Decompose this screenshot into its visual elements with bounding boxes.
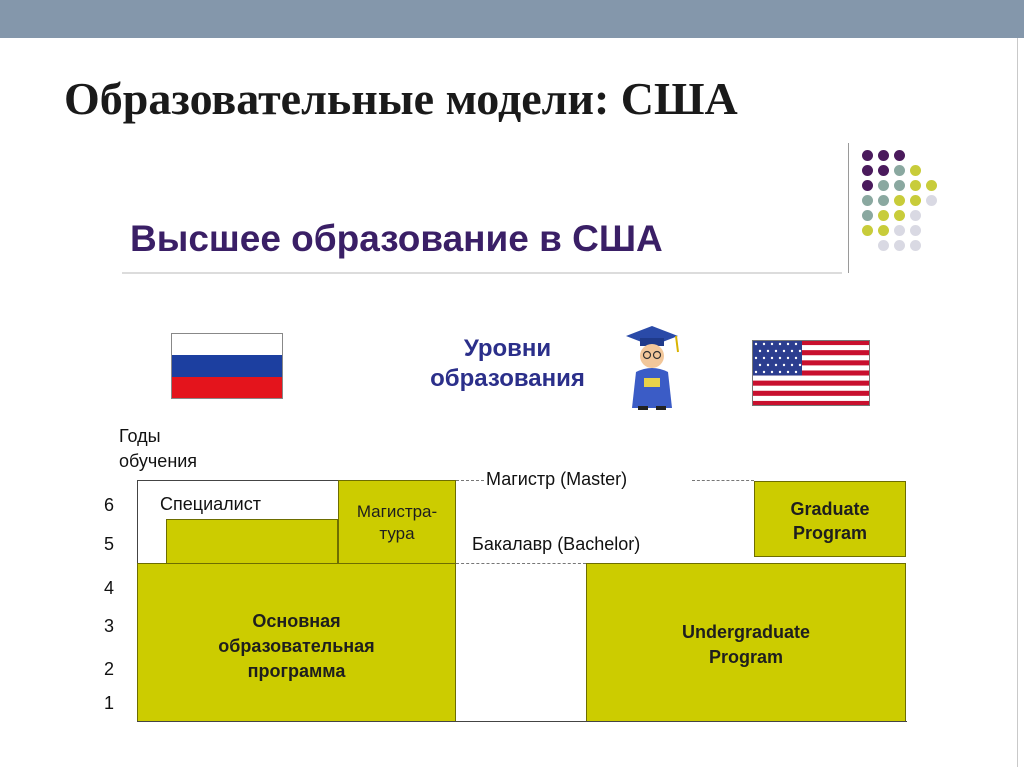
heading-underline xyxy=(122,272,842,274)
decorative-dot xyxy=(862,210,873,221)
decorative-dot xyxy=(878,180,889,191)
undergraduate-program-label: Undergraduate Program xyxy=(681,622,811,667)
year-tick: 3 xyxy=(104,616,115,636)
decorative-dot xyxy=(878,225,889,236)
levels-title: Уровни образования xyxy=(430,335,585,392)
graduate-program-label: Graduate Program xyxy=(790,499,870,543)
decorative-dot xyxy=(894,180,905,191)
decorative-dot xyxy=(894,150,905,161)
decorative-dot xyxy=(862,150,873,161)
decorative-dot xyxy=(862,225,873,236)
specialist-box xyxy=(166,519,338,565)
decorative-dot xyxy=(878,195,889,206)
specialist-bracket-left xyxy=(137,480,138,564)
year-tick: 5 xyxy=(104,534,115,554)
decorative-dot xyxy=(894,165,905,176)
specialist-label: Специалист xyxy=(160,494,261,514)
decorative-dot xyxy=(926,195,937,206)
decorative-dot xyxy=(910,180,921,191)
decorative-dot xyxy=(894,210,905,221)
decorative-dot xyxy=(894,195,905,206)
main-program-label: Основная образовательная программа xyxy=(218,611,375,681)
diagram-heading: Высшее образование в США xyxy=(130,218,663,259)
decorative-dot xyxy=(910,210,921,221)
graduate-student-icon xyxy=(626,326,679,410)
main-program-box: Основная образовательная программа xyxy=(137,563,456,722)
decorative-dot xyxy=(862,180,873,191)
year-tick: 1 xyxy=(104,693,115,713)
master-label: Магистр (Master) xyxy=(486,469,628,489)
magistratura-label: Магистра-тура xyxy=(356,502,438,543)
russia-flag-icon xyxy=(171,333,283,399)
decorative-dot xyxy=(910,195,921,206)
decorative-dot xyxy=(878,165,889,176)
year-tick: 4 xyxy=(104,578,115,598)
decorative-dot xyxy=(926,180,937,191)
slide-title: Образовательные модели: США xyxy=(64,73,738,124)
bachelor-dashed-line xyxy=(456,563,586,564)
years-axis-label: Годы обучения xyxy=(119,426,198,471)
graduate-program-box: Graduate Program xyxy=(754,481,906,557)
decorative-dot xyxy=(878,240,889,251)
decorative-dot xyxy=(862,195,873,206)
bachelor-label: Бакалавр (Bachelor) xyxy=(472,534,641,554)
decorative-dot xyxy=(894,240,905,251)
decorative-dot xyxy=(894,225,905,236)
decorative-dot xyxy=(878,150,889,161)
decorative-divider xyxy=(848,143,849,273)
decorative-dot xyxy=(862,165,873,176)
decorative-dot xyxy=(878,210,889,221)
decorative-dot xyxy=(910,240,921,251)
magistratura-box: Магистра-тура xyxy=(338,480,456,565)
decorative-dot xyxy=(910,165,921,176)
specialist-bracket-top xyxy=(137,480,338,481)
master-dashed-line xyxy=(456,480,484,481)
top-banner xyxy=(0,0,1024,38)
year-tick: 2 xyxy=(104,659,115,679)
decorative-dot xyxy=(910,225,921,236)
master-dashed-line xyxy=(692,480,754,481)
undergraduate-program-box: Undergraduate Program xyxy=(586,563,906,722)
slide-frame-border xyxy=(1017,38,1018,767)
year-tick: 6 xyxy=(104,495,115,515)
usa-flag-icon xyxy=(752,340,870,406)
diagram-baseline xyxy=(137,721,907,722)
